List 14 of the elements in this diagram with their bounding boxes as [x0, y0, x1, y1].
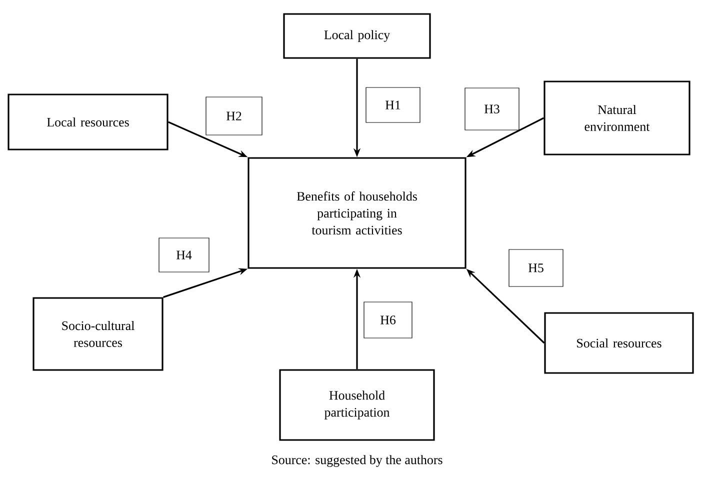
factor-box: Local policy	[283, 13, 431, 59]
factor-box: Social resources	[544, 312, 694, 374]
factor-box: Natural environment	[544, 80, 690, 156]
hypothesis-box: H6	[364, 302, 412, 338]
outcome-box: Benefits of households participating in tourism activities	[248, 157, 466, 269]
hypothesis-box: H2	[206, 96, 262, 136]
hypothesis-box: H5	[508, 249, 564, 287]
factor-box: Local resources	[8, 94, 168, 150]
factor-box: Household participation	[279, 369, 435, 441]
factor-box: Socio-cultural resources	[32, 297, 164, 371]
hypothesis-box: H3	[464, 88, 520, 130]
source-caption: Source: suggested by the authors	[272, 455, 442, 467]
hypothesis-box: H1	[366, 87, 420, 123]
hypothesis-box: H4	[158, 238, 210, 272]
